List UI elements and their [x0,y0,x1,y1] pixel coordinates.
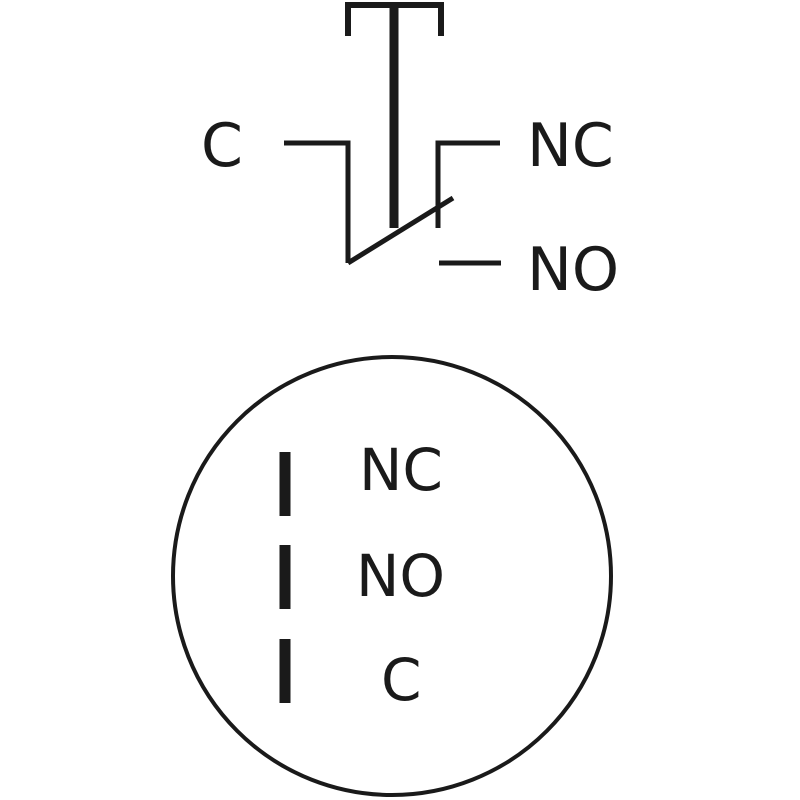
label-common: C [201,111,243,181]
label-normally-closed: NC [527,111,614,181]
label-normally-open: NO [527,235,619,305]
pin-label-nc: NC [359,436,443,504]
switch-body-outline [171,355,613,797]
switch-schematic: C NC NO [201,2,619,305]
pinout-view: NC NO C [171,355,613,797]
pin-label-c: C [381,646,422,714]
common-terminal-lead [284,140,351,263]
pin-label-no: NO [356,542,445,610]
nc-terminal-lead [435,140,500,228]
